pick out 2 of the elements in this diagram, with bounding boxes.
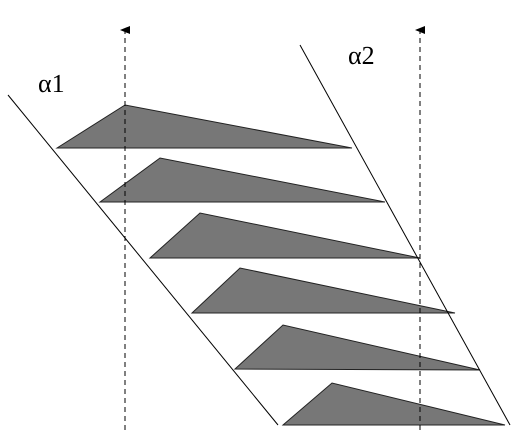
angle-label: α1 (38, 70, 65, 98)
angle-label: α2 (348, 42, 375, 70)
